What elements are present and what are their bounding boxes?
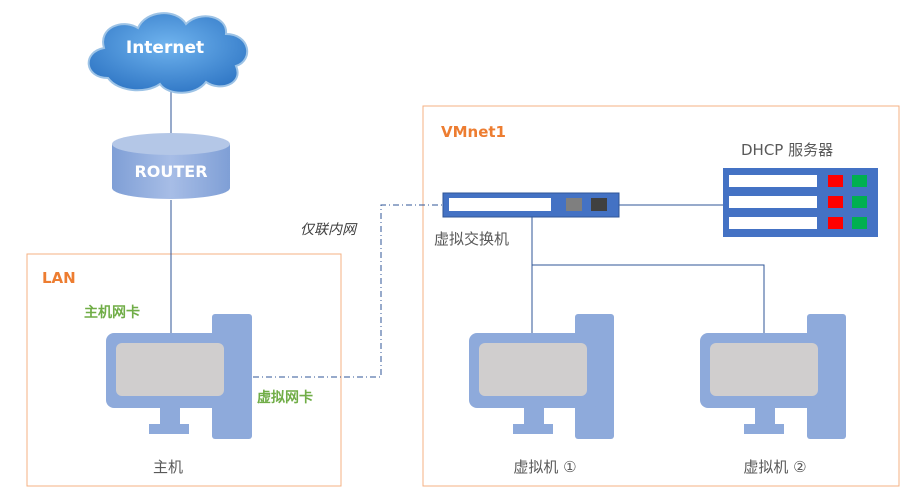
dhcp-label: DHCP 服务器 bbox=[741, 141, 833, 159]
dhcp-led-red bbox=[828, 217, 843, 229]
dhcp-server bbox=[723, 168, 878, 237]
lan-label: LAN bbox=[42, 269, 76, 287]
dhcp-led-red bbox=[828, 175, 843, 187]
virtual-switch bbox=[442, 192, 620, 218]
virtual-nic-label: 虚拟网卡 bbox=[257, 389, 313, 406]
internet-label: Internet bbox=[126, 38, 204, 58]
vm2-computer bbox=[700, 314, 846, 439]
vm2-label: 虚拟机 ② bbox=[743, 458, 806, 476]
switch-vm-bus bbox=[531, 217, 765, 333]
dhcp-led-green bbox=[852, 175, 867, 187]
vmnet-label: VMnet1 bbox=[441, 123, 506, 141]
vm1-screen bbox=[479, 343, 587, 396]
switch-port-2 bbox=[591, 198, 607, 211]
switch-label: 虚拟交换机 bbox=[434, 230, 509, 248]
vmnet-zone bbox=[422, 105, 900, 487]
internet-cloud: Internet bbox=[87, 12, 249, 94]
dhcp-led-green bbox=[852, 217, 867, 229]
vm1-computer bbox=[469, 314, 614, 439]
dhcp-led-red bbox=[828, 196, 843, 208]
router-label: ROUTER bbox=[134, 162, 207, 181]
host-nic-label: 主机网卡 bbox=[84, 304, 140, 321]
host-screen bbox=[116, 343, 224, 396]
vm2-screen bbox=[710, 343, 818, 396]
host-only-label: 仅联内网 bbox=[300, 222, 358, 238]
vm1-label: 虚拟机 ① bbox=[513, 458, 576, 476]
router: ROUTER bbox=[112, 133, 230, 199]
host-computer bbox=[106, 314, 252, 439]
host-only-link bbox=[253, 204, 443, 378]
dhcp-led-green bbox=[852, 196, 867, 208]
host-label: 主机 bbox=[153, 458, 183, 476]
lan-zone bbox=[26, 253, 342, 487]
switch-port-1 bbox=[566, 198, 582, 211]
